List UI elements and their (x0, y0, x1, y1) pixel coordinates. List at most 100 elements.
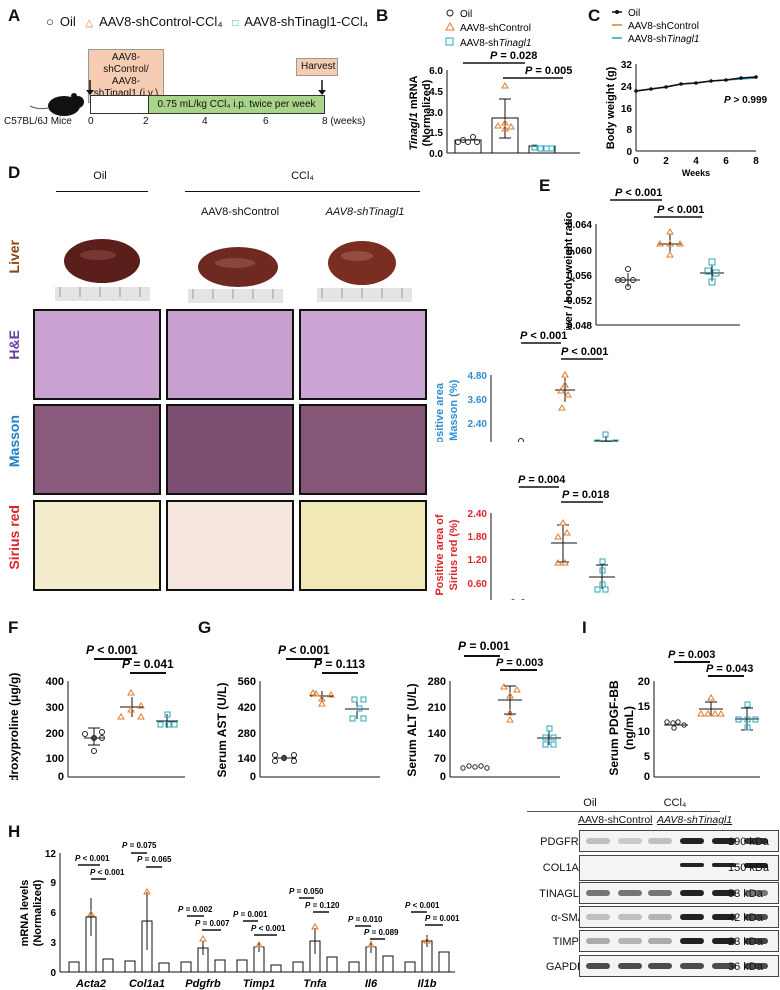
svg-text:140: 140 (238, 753, 256, 765)
svg-text:P < 0.001: P < 0.001 (86, 643, 138, 657)
timeline-arrows (86, 80, 326, 95)
svg-text:70: 70 (434, 753, 446, 765)
liver-image-shtinagl1 (317, 241, 412, 302)
svg-text:Il1b: Il1b (418, 978, 437, 990)
svg-text:0: 0 (626, 147, 632, 158)
wb-label-tinagl1: TINAGL1 (539, 888, 585, 900)
wb-kda-asma: 42 kDa (728, 912, 763, 924)
svg-text:5: 5 (644, 751, 650, 763)
svg-text:P = 0.004: P = 0.004 (518, 475, 566, 486)
svg-text:mRNA levels: mRNA levels (19, 880, 31, 947)
wb-blot-gapdh (579, 955, 779, 977)
svg-text:24: 24 (621, 82, 633, 93)
svg-text:Sirius red (%): Sirius red (%) (448, 519, 460, 590)
svg-text:AAV8-shControl: AAV8-shControl (460, 23, 531, 34)
svg-text:Positive area of: Positive area of (434, 514, 446, 596)
wb-header-oil: Oil (583, 797, 597, 809)
svg-text:2.40: 2.40 (468, 419, 488, 430)
svg-text:Col1a1: Col1a1 (129, 978, 165, 990)
tick-4: 4 (202, 116, 208, 127)
svg-text:AAV8-shTinagl1: AAV8-shTinagl1 (460, 38, 531, 49)
panel-letter-b: B (376, 6, 389, 25)
svg-text:of Masson (%): of Masson (%) (448, 379, 460, 442)
histology-masson-oil (33, 404, 161, 495)
histology-sirius-oil (33, 500, 161, 591)
svg-text:P < 0.001: P < 0.001 (615, 187, 662, 199)
svg-text:15: 15 (638, 701, 650, 713)
header-shcontrol: AAV8-shControl (200, 206, 280, 218)
svg-text:P = 0.065: P = 0.065 (137, 855, 172, 864)
svg-text:P = 0.041: P = 0.041 (122, 657, 174, 671)
histology-masson-shcontrol (166, 404, 294, 495)
svg-text:140: 140 (428, 728, 446, 740)
wb-label-gapdh: GAPDH (545, 961, 585, 973)
svg-text:0.052: 0.052 (567, 296, 592, 307)
svg-text:280: 280 (238, 728, 256, 740)
wb-header-ccl4: CCl₄ (663, 797, 687, 809)
tick-2: 2 (143, 116, 149, 127)
svg-text:4.5: 4.5 (429, 87, 443, 98)
svg-text:P < 0.001: P < 0.001 (405, 901, 440, 910)
svg-text:P = 0.007: P = 0.007 (195, 919, 230, 928)
injection-box: AAV8-shControl/ AAV8-shTinagl1 (i.v.) (88, 49, 164, 103)
svg-text:P > 0.999: P > 0.999 (724, 95, 768, 106)
mice-label: C57BL/6J Mice (4, 116, 72, 127)
panel-letter-a: A (8, 6, 21, 25)
svg-text:4.80: 4.80 (468, 371, 488, 382)
svg-text:0.056: 0.056 (567, 271, 592, 282)
wb-blot-col1a1 (579, 855, 779, 881)
svg-text:9: 9 (50, 878, 56, 889)
svg-text:0.0: 0.0 (429, 149, 443, 160)
svg-text:P = 0.113: P = 0.113 (314, 657, 365, 671)
wb-blot-tinagl1 (579, 882, 779, 904)
svg-text:Serum AST (U/L): Serum AST (U/L) (215, 683, 229, 778)
svg-text:0: 0 (50, 968, 56, 979)
svg-text:6.0: 6.0 (429, 66, 443, 77)
svg-text:Timp1: Timp1 (243, 978, 275, 990)
legend-oil: Oil (59, 14, 76, 29)
svg-text:P < 0.001: P < 0.001 (278, 643, 330, 657)
svg-text:P = 0.003: P = 0.003 (668, 650, 715, 661)
chart-e: P < 0.001 P < 0.001 0.0640.0600.0560.052… (563, 187, 740, 330)
svg-text:P = 0.120: P = 0.120 (305, 901, 340, 910)
svg-text:AAV8-shControl: AAV8-shControl (628, 21, 699, 32)
wb-kda-gapdh: 36 kDa (728, 961, 763, 973)
svg-text:0: 0 (58, 771, 64, 780)
svg-text:0: 0 (644, 771, 650, 780)
svg-text:Body weight (g): Body weight (g) (605, 66, 617, 149)
svg-text:2: 2 (663, 156, 669, 167)
header-shtinagl1: AAV8-shTinagl1 (325, 206, 405, 218)
svg-text:P < 0.001: P < 0.001 (657, 204, 704, 216)
svg-text:6: 6 (723, 156, 729, 167)
svg-text:300: 300 (46, 702, 64, 714)
svg-text:P < 0.001: P < 0.001 (90, 868, 125, 877)
histology-he-oil (33, 309, 161, 400)
svg-text:P = 0.075: P = 0.075 (122, 841, 157, 850)
svg-text:Tinagl1 mRNA: Tinagl1 mRNA (408, 75, 420, 150)
tick-6: 6 (263, 116, 269, 127)
svg-text:(Normalized): (Normalized) (32, 879, 44, 946)
wb-blot-asma (579, 906, 779, 928)
svg-text:P = 0.003: P = 0.003 (496, 657, 543, 669)
header-oil: Oil (93, 170, 107, 182)
svg-text:Pdgfrb: Pdgfrb (185, 978, 221, 990)
chart-d-masson: P < 0.001 P < 0.001 4.803.602.401.200.00… (434, 330, 619, 442)
divider (527, 811, 597, 812)
panel-letter-i: I (582, 618, 587, 637)
svg-text:3.0: 3.0 (429, 108, 443, 119)
panel-letter-h: H (8, 822, 21, 841)
histology-masson-shtinagl1 (299, 404, 427, 495)
legend-shtinagl1: AAV8-shTinagl1-CCl₄ (244, 14, 369, 29)
svg-text:16: 16 (621, 104, 633, 115)
svg-text:Weeks: Weeks (682, 168, 710, 176)
svg-text:12: 12 (45, 849, 57, 860)
svg-text:3.60: 3.60 (468, 395, 488, 406)
svg-text:0: 0 (250, 771, 256, 780)
wb-label-timp1: TIMP1 (552, 936, 585, 948)
wb-kda-tinagl1: 53 kDa (728, 888, 763, 900)
svg-text:(Normalized): (Normalized) (421, 79, 433, 146)
divider (185, 191, 420, 192)
svg-text:P < 0.001: P < 0.001 (75, 854, 110, 863)
